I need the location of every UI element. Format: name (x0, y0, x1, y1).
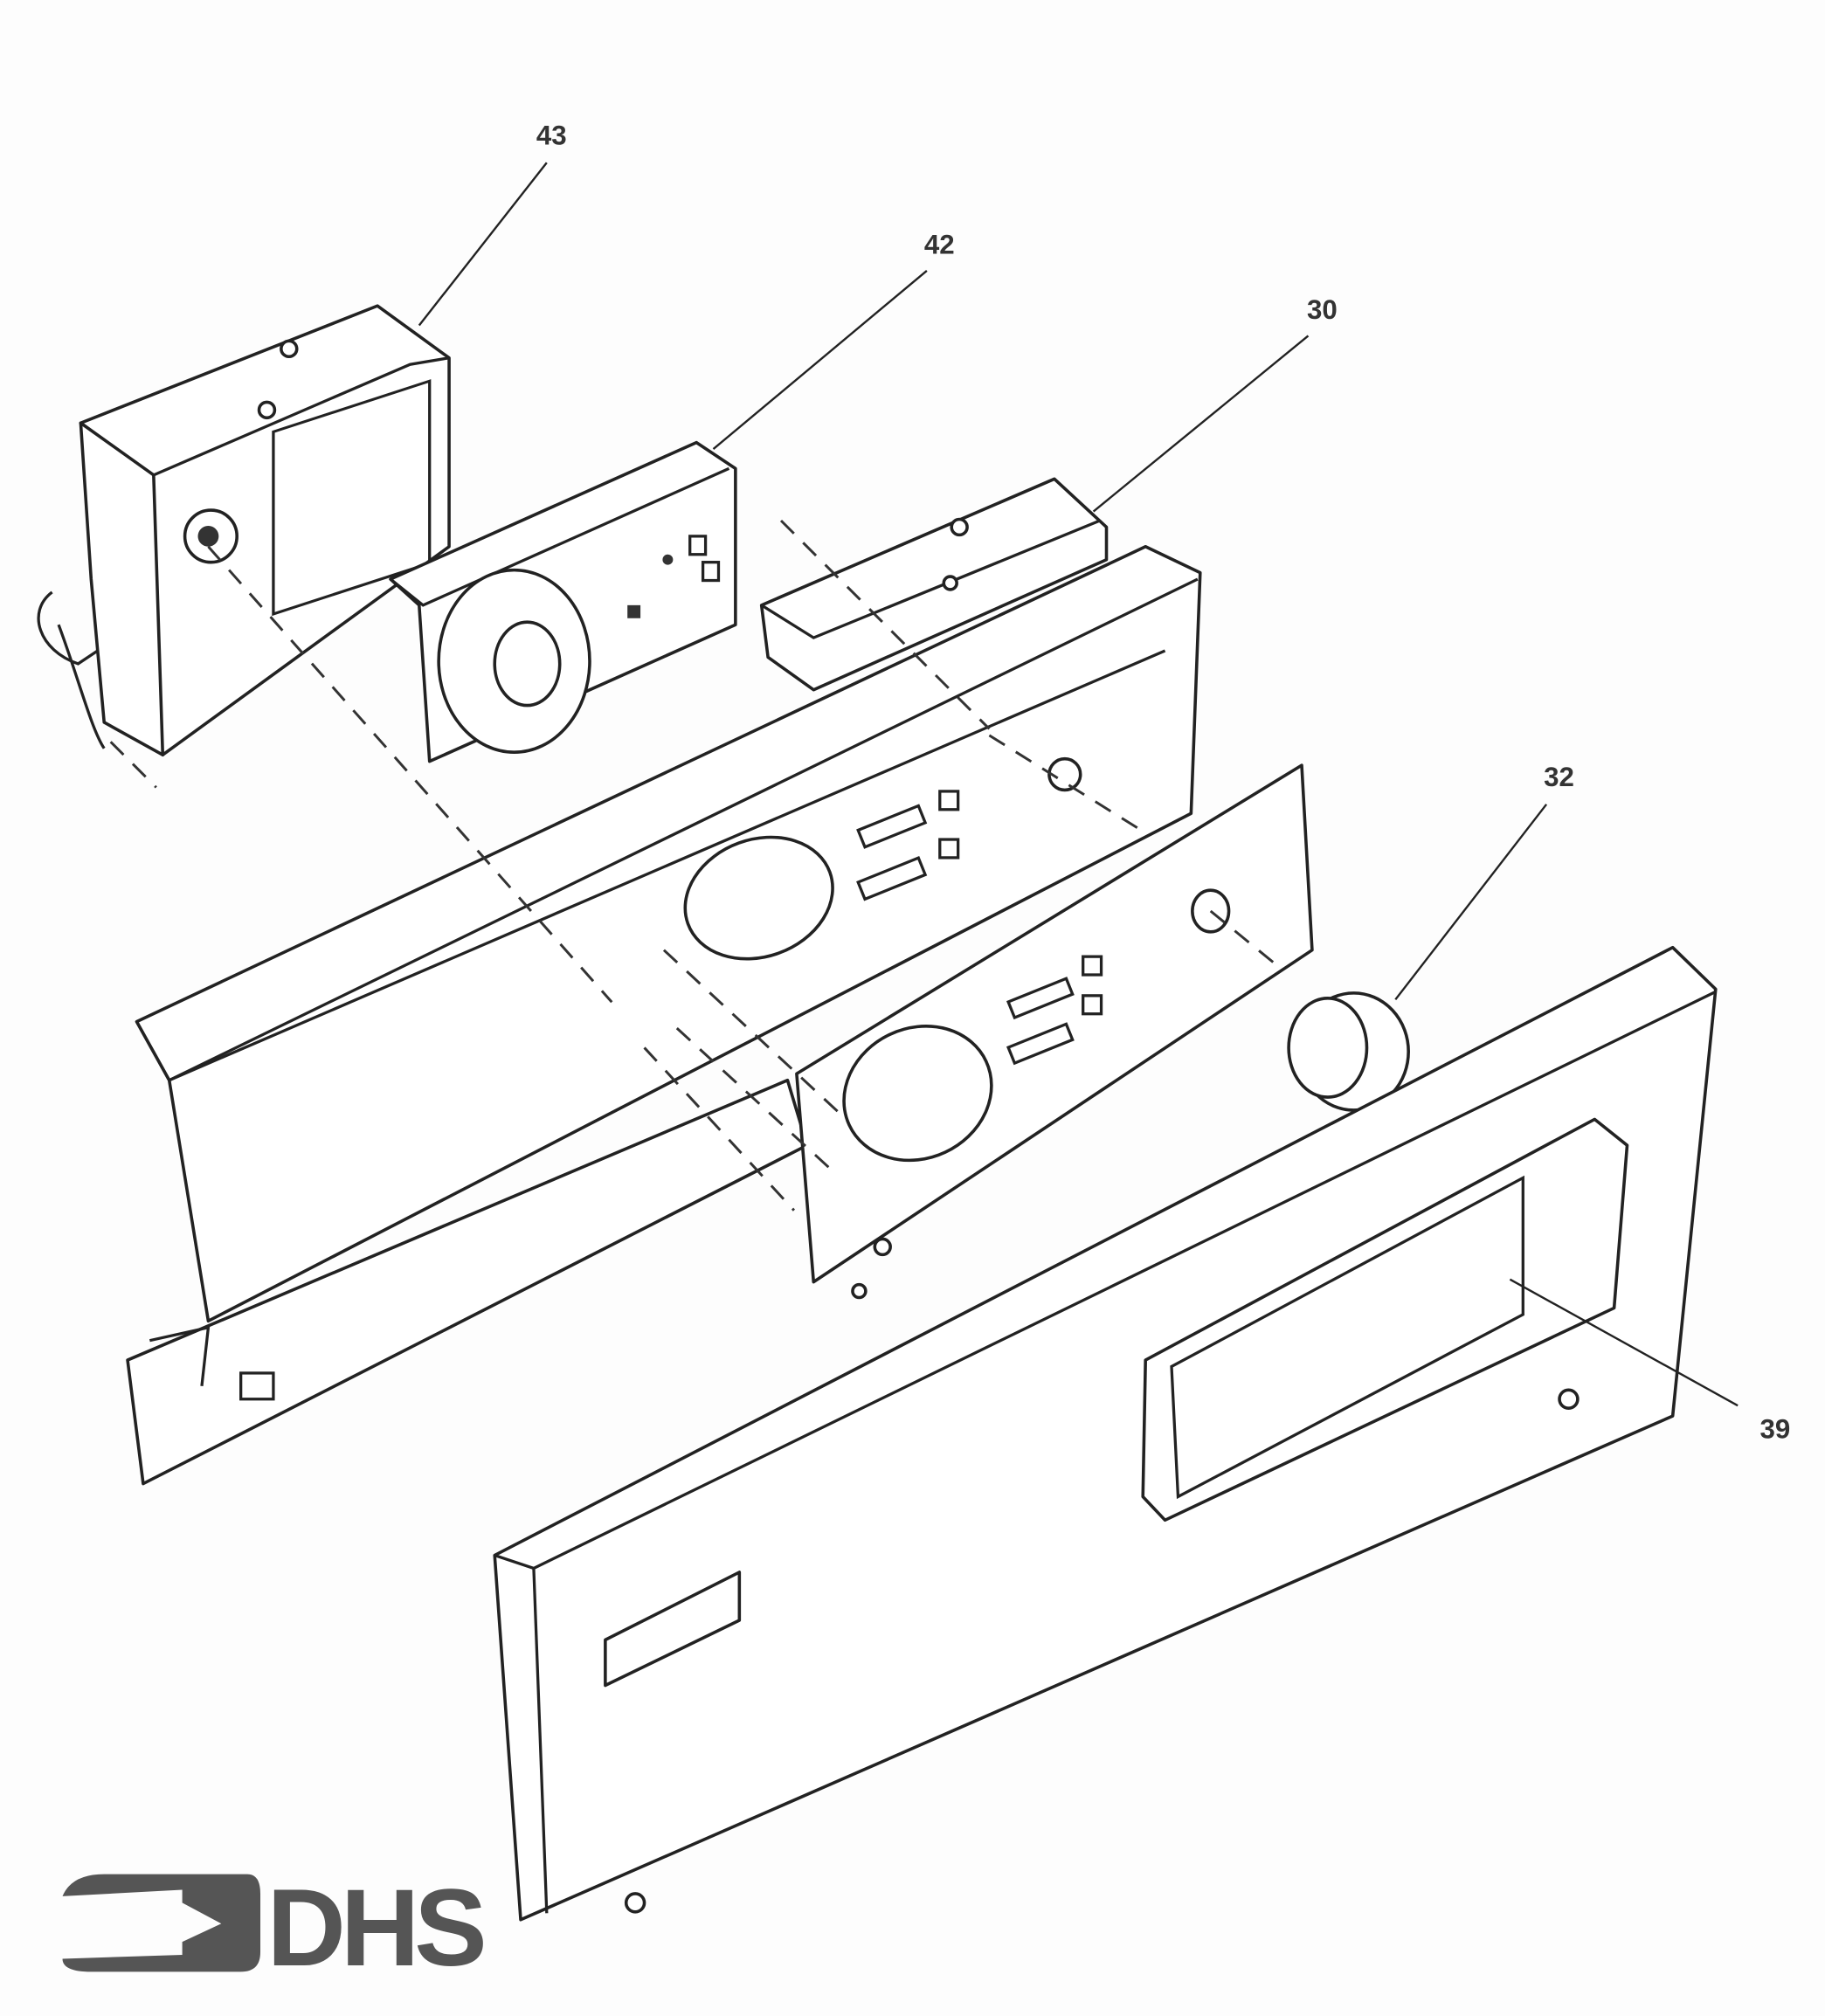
callout-32: 32 (1544, 762, 1574, 792)
leader-42 (712, 270, 928, 450)
assembly-lines (207, 519, 1283, 1212)
callout-43: 43 (536, 120, 567, 150)
part-30-switch-housing (759, 477, 1109, 692)
part-42-timer-module (389, 440, 737, 763)
leader-32 (1394, 804, 1548, 1001)
callout-30: 30 (1307, 294, 1338, 325)
leader-43 (418, 162, 548, 327)
part-32-knob (1287, 991, 1410, 1112)
leader-39 (1509, 1278, 1739, 1407)
logo-text: DHS (266, 1867, 483, 1989)
front-panel (493, 945, 1718, 1922)
console-frame (126, 545, 1202, 1486)
callout-42: 42 (924, 230, 955, 260)
switch-plate (795, 763, 1314, 1300)
part-39-window-lens (1170, 1175, 1524, 1500)
part-43-control-module (37, 304, 451, 789)
dhs-logo: DHS (62, 1867, 488, 1989)
leader-30 (1092, 335, 1310, 513)
callout-39: 39 (1759, 1413, 1790, 1444)
